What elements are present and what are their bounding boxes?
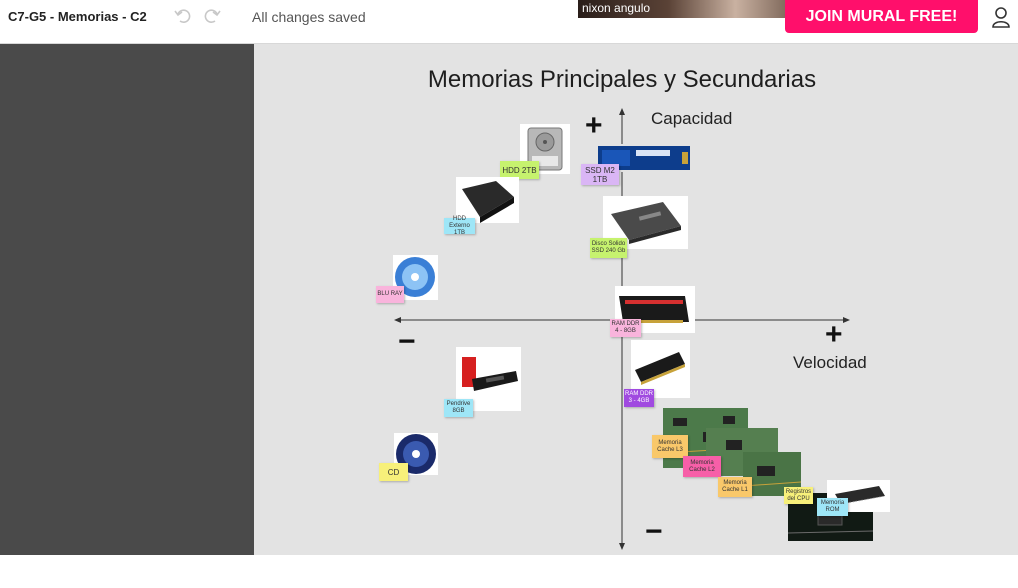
note-ram-ddr3[interactable]: RAM DDR 3 - 4GB <box>624 389 654 407</box>
bluray-image[interactable] <box>393 255 438 300</box>
undo-icon[interactable] <box>173 6 193 26</box>
x-minus-sign: − <box>398 325 416 358</box>
note-ram-ddr4[interactable]: RAM DDR 4 - 8GB <box>610 319 641 337</box>
note-cache-l3[interactable]: Memoria Cache L3 <box>652 435 688 458</box>
participant-video: nixon angulo <box>578 0 803 18</box>
note-hdd-2tb[interactable]: HDD 2TB <box>500 161 539 179</box>
bottom-strip <box>0 555 1018 588</box>
note-bluray[interactable]: BLU RAY <box>376 286 404 303</box>
user-icon[interactable] <box>992 6 1014 28</box>
mural-canvas[interactable]: Memorias Principales y Secundarias Capac… <box>254 44 1018 555</box>
left-panel <box>0 44 254 555</box>
join-mural-button[interactable]: JOIN MURAL FREE! <box>785 0 978 33</box>
participant-name: nixon angulo <box>582 1 651 15</box>
external-hdd-image[interactable] <box>456 177 519 223</box>
y-axis-label: Capacidad <box>651 109 733 128</box>
mural-name[interactable]: C7-G5 - Memorias - C2 <box>8 9 147 24</box>
note-external-hdd[interactable]: HDD Externo 1TB <box>444 216 475 236</box>
ram-ddr3-image[interactable] <box>631 340 690 398</box>
redo-icon[interactable] <box>202 6 222 26</box>
top-bar: C7-G5 - Memorias - C2 All changes saved … <box>0 0 1018 44</box>
x-plus-sign: + <box>825 318 843 351</box>
note-cache-l1[interactable]: Memoria Cache L1 <box>718 477 752 497</box>
y-plus-sign: + <box>585 109 603 142</box>
ram-ddr4-image[interactable] <box>615 286 695 333</box>
note-ssd-m2[interactable]: SSD M2 1TB <box>581 164 619 185</box>
note-registros[interactable]: Registros del CPU <box>784 487 813 504</box>
note-cache-l2[interactable]: Memoria Cache L2 <box>683 456 721 477</box>
x-axis-label: Velocidad <box>793 353 867 372</box>
y-minus-sign: − <box>645 515 663 548</box>
note-rom[interactable]: Memoria ROM <box>817 498 848 516</box>
save-status: All changes saved <box>252 9 366 25</box>
canvas-title: Memorias Principales y Secundarias <box>427 66 817 93</box>
note-pendrive[interactable]: Pendrive 8GB <box>444 399 473 417</box>
note-cd[interactable]: CD <box>379 463 408 481</box>
note-ssd-240[interactable]: Disco Solido SSD 240 Gb <box>590 238 627 258</box>
